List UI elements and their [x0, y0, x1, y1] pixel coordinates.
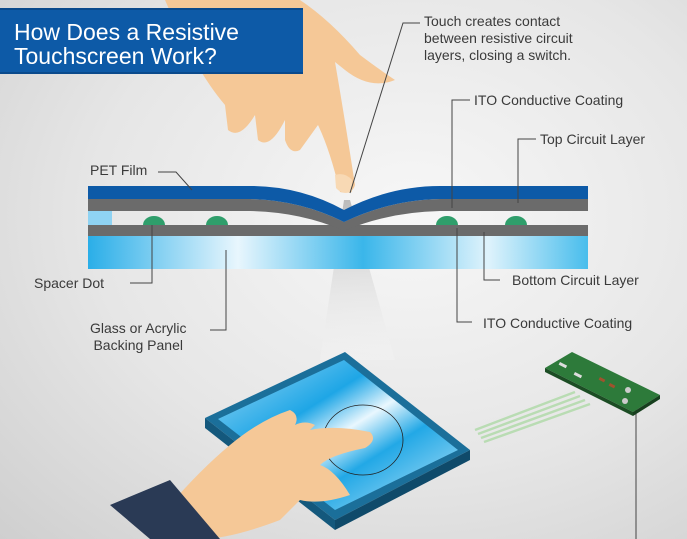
touch-note-line: layers, closing a switch.: [424, 47, 572, 63]
spacer-dot: [143, 216, 165, 225]
touch-note-line: Touch creates contact: [424, 13, 561, 29]
spacer-dot: [436, 216, 458, 225]
touch-note-label: Touch creates contact between resistive …: [424, 13, 573, 64]
title-line-2: Touchscreen Work?: [14, 43, 217, 69]
ribbon-cable: [474, 390, 591, 444]
backing-panel-line: Glass or Acrylic: [90, 320, 187, 336]
title-line-1: How Does a Resistive: [14, 19, 239, 45]
leader-lines: [130, 22, 637, 539]
bottom-circuit-label: Bottom Circuit Layer: [512, 272, 639, 288]
pet-film-layer: [88, 186, 588, 222]
touch-note-line: between resistive circuit: [424, 30, 573, 46]
bottom-hand-illustration: [110, 410, 374, 539]
controller-board: [545, 352, 660, 416]
spacer-dot: [505, 216, 527, 225]
backing-panel-label: Glass or Acrylic Backing Panel: [90, 320, 186, 354]
backing-panel-layer: [88, 236, 588, 269]
title-banner: How Does a Resistive Touchscreen Work?: [0, 8, 303, 74]
spacer-dot: [206, 216, 228, 225]
top-circuit-layer: [88, 199, 588, 230]
backing-panel-line: Backing Panel: [93, 337, 183, 353]
pet-film-label: PET Film: [90, 162, 148, 178]
sleeve: [110, 480, 220, 539]
spacer-dot-label: Spacer Dot: [34, 275, 105, 291]
page-title: How Does a Resistive Touchscreen Work?: [14, 20, 239, 68]
ito-bottom-label: ITO Conductive Coating: [483, 315, 633, 331]
ito-top-label: ITO Conductive Coating: [474, 92, 624, 108]
bottom-circuit-layer: [88, 225, 588, 236]
layer-stack: [88, 186, 588, 269]
top-circuit-label: Top Circuit Layer: [540, 131, 646, 147]
